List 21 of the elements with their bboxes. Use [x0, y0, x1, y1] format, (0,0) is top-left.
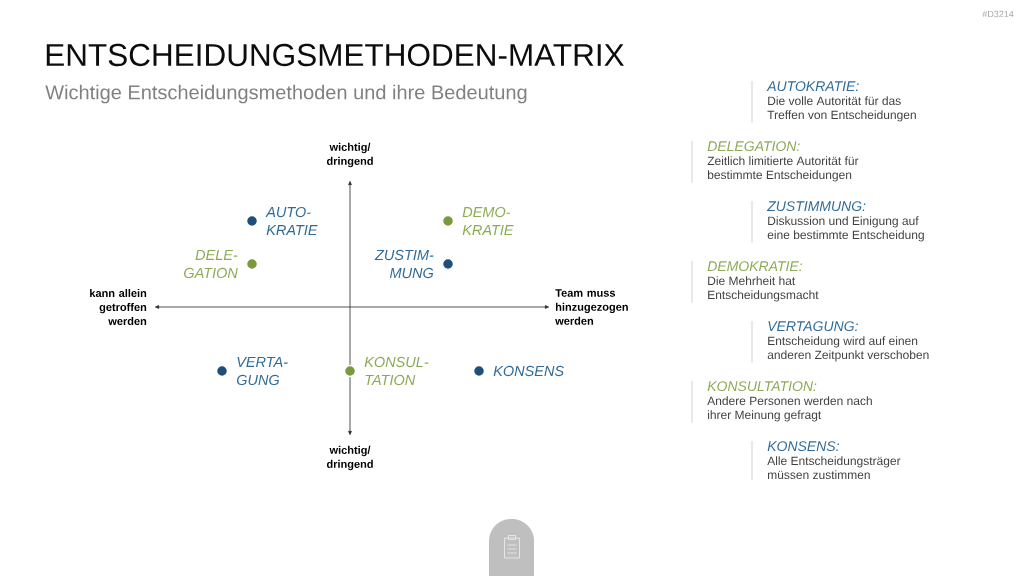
- point-label: DELE- GATION: [184, 249, 238, 279]
- definition-block: DEMOKRATIE: Die Mehrheit hat Entscheidungsmacht: [691, 260, 819, 304]
- definition-block: ZUSTIMMUNG: Diskussion und Einigung auf eine bestimmte Entscheidung: [751, 200, 924, 244]
- axis-label: kann allein getroffen werden: [90, 288, 147, 326]
- definition-block: AUTOKRATIE: Die volle Autorität für das Treffen von Entscheidungen: [751, 80, 916, 124]
- point-label: VERTA- GUNG: [236, 356, 288, 386]
- title: ENTSCHEIDUNGSMETHODEN-MATRIX: [46, 43, 624, 67]
- subtitle: Wichtige Entscheidungsmethoden und ihre Bedeutung: [45, 84, 527, 104]
- point-label: DEMO- KRATIE: [462, 206, 514, 236]
- definition-block: VERTAGUNG: Entscheidung wird auf einen anderen Zeitpunkt verschoben: [751, 320, 929, 364]
- axis-label: wichtig/ dringend: [326, 445, 373, 471]
- point-label: ZUSTIM- MUNG: [374, 249, 434, 279]
- axis-label: Team muss hinzugezogen werden: [555, 289, 628, 325]
- definition-block: DELEGATION: Zeitlich limitierte Autorität für bestimmte Entscheidungen: [691, 140, 859, 184]
- point-label: KONSENS: [493, 365, 564, 377]
- point-label: AUTO- KRATIE: [265, 206, 318, 236]
- axis-label: wichtig/ dringend: [326, 142, 373, 168]
- definition-block: KONSULTATION: Andere Personen werden nach ihrer Meinung gefragt: [691, 380, 872, 424]
- point-label: KONSUL- TATION: [364, 356, 429, 386]
- definition-block: KONSENS: Alle Entscheidungsträger müssen zustimmen: [751, 440, 901, 481]
- reference-number: #D3214: [982, 10, 1014, 18]
